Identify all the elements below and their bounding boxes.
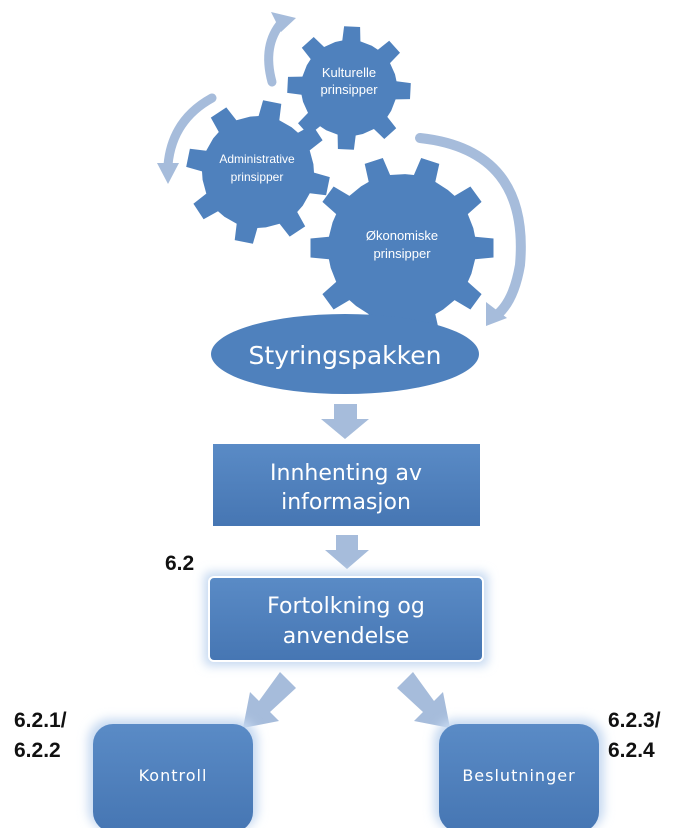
cultural-gear-label-1: Kulturelle [322,65,376,80]
cycle-arrow-right-head [486,302,507,326]
cultural-gear-shape [287,26,411,150]
administrative-gear-shape [186,100,330,244]
economic-gear [310,158,494,338]
control-box [93,724,253,828]
economic-gear-shape [310,158,494,338]
cycle-arrow-top [264,17,287,87]
ref-control-line2: 6.2.2 [14,739,61,762]
ref-decisions-line2: 6.2.4 [608,739,655,762]
cultural-gear [287,26,411,150]
ref-control-line1: 6.2.1/ [14,709,67,732]
ref-interpretation: 6.2 [165,552,194,575]
interpretation-box [208,576,484,662]
ref-decisions-line1: 6.2.3/ [608,709,661,732]
diag-arrow-right [397,672,450,728]
control-label: Kontroll [139,766,208,785]
interpretation-label-2: anvendelse [283,624,410,649]
gathering-label-1: Innhenting av [270,461,422,486]
cycle-arrow-top-head [271,12,296,32]
decisions-label: Beslutninger [462,766,575,785]
administrative-gear-label-1: Administrative [219,152,295,166]
cycle-arrow-left-head [157,163,179,184]
economic-gear-label-1: Økonomiske [366,228,438,243]
package-label: Styringspakken [249,341,442,370]
cultural-gear-label-2: prinsipper [320,82,378,97]
administrative-gear [186,100,330,244]
economic-gear-label-2: prinsipper [373,246,431,261]
down-arrow-2 [325,535,369,569]
diag-arrow-left [243,672,296,728]
gathering-label-2: informasjon [281,490,411,515]
cycle-arrow-right [415,133,526,319]
gathering-box [213,444,480,526]
decisions-box [439,724,599,828]
down-arrow-1 [321,404,369,439]
administrative-gear-label-2: prinsipper [231,170,284,184]
cycle-arrow-left [163,93,217,170]
package-ellipse [211,314,479,394]
interpretation-label-1: Fortolkning og [267,594,425,619]
